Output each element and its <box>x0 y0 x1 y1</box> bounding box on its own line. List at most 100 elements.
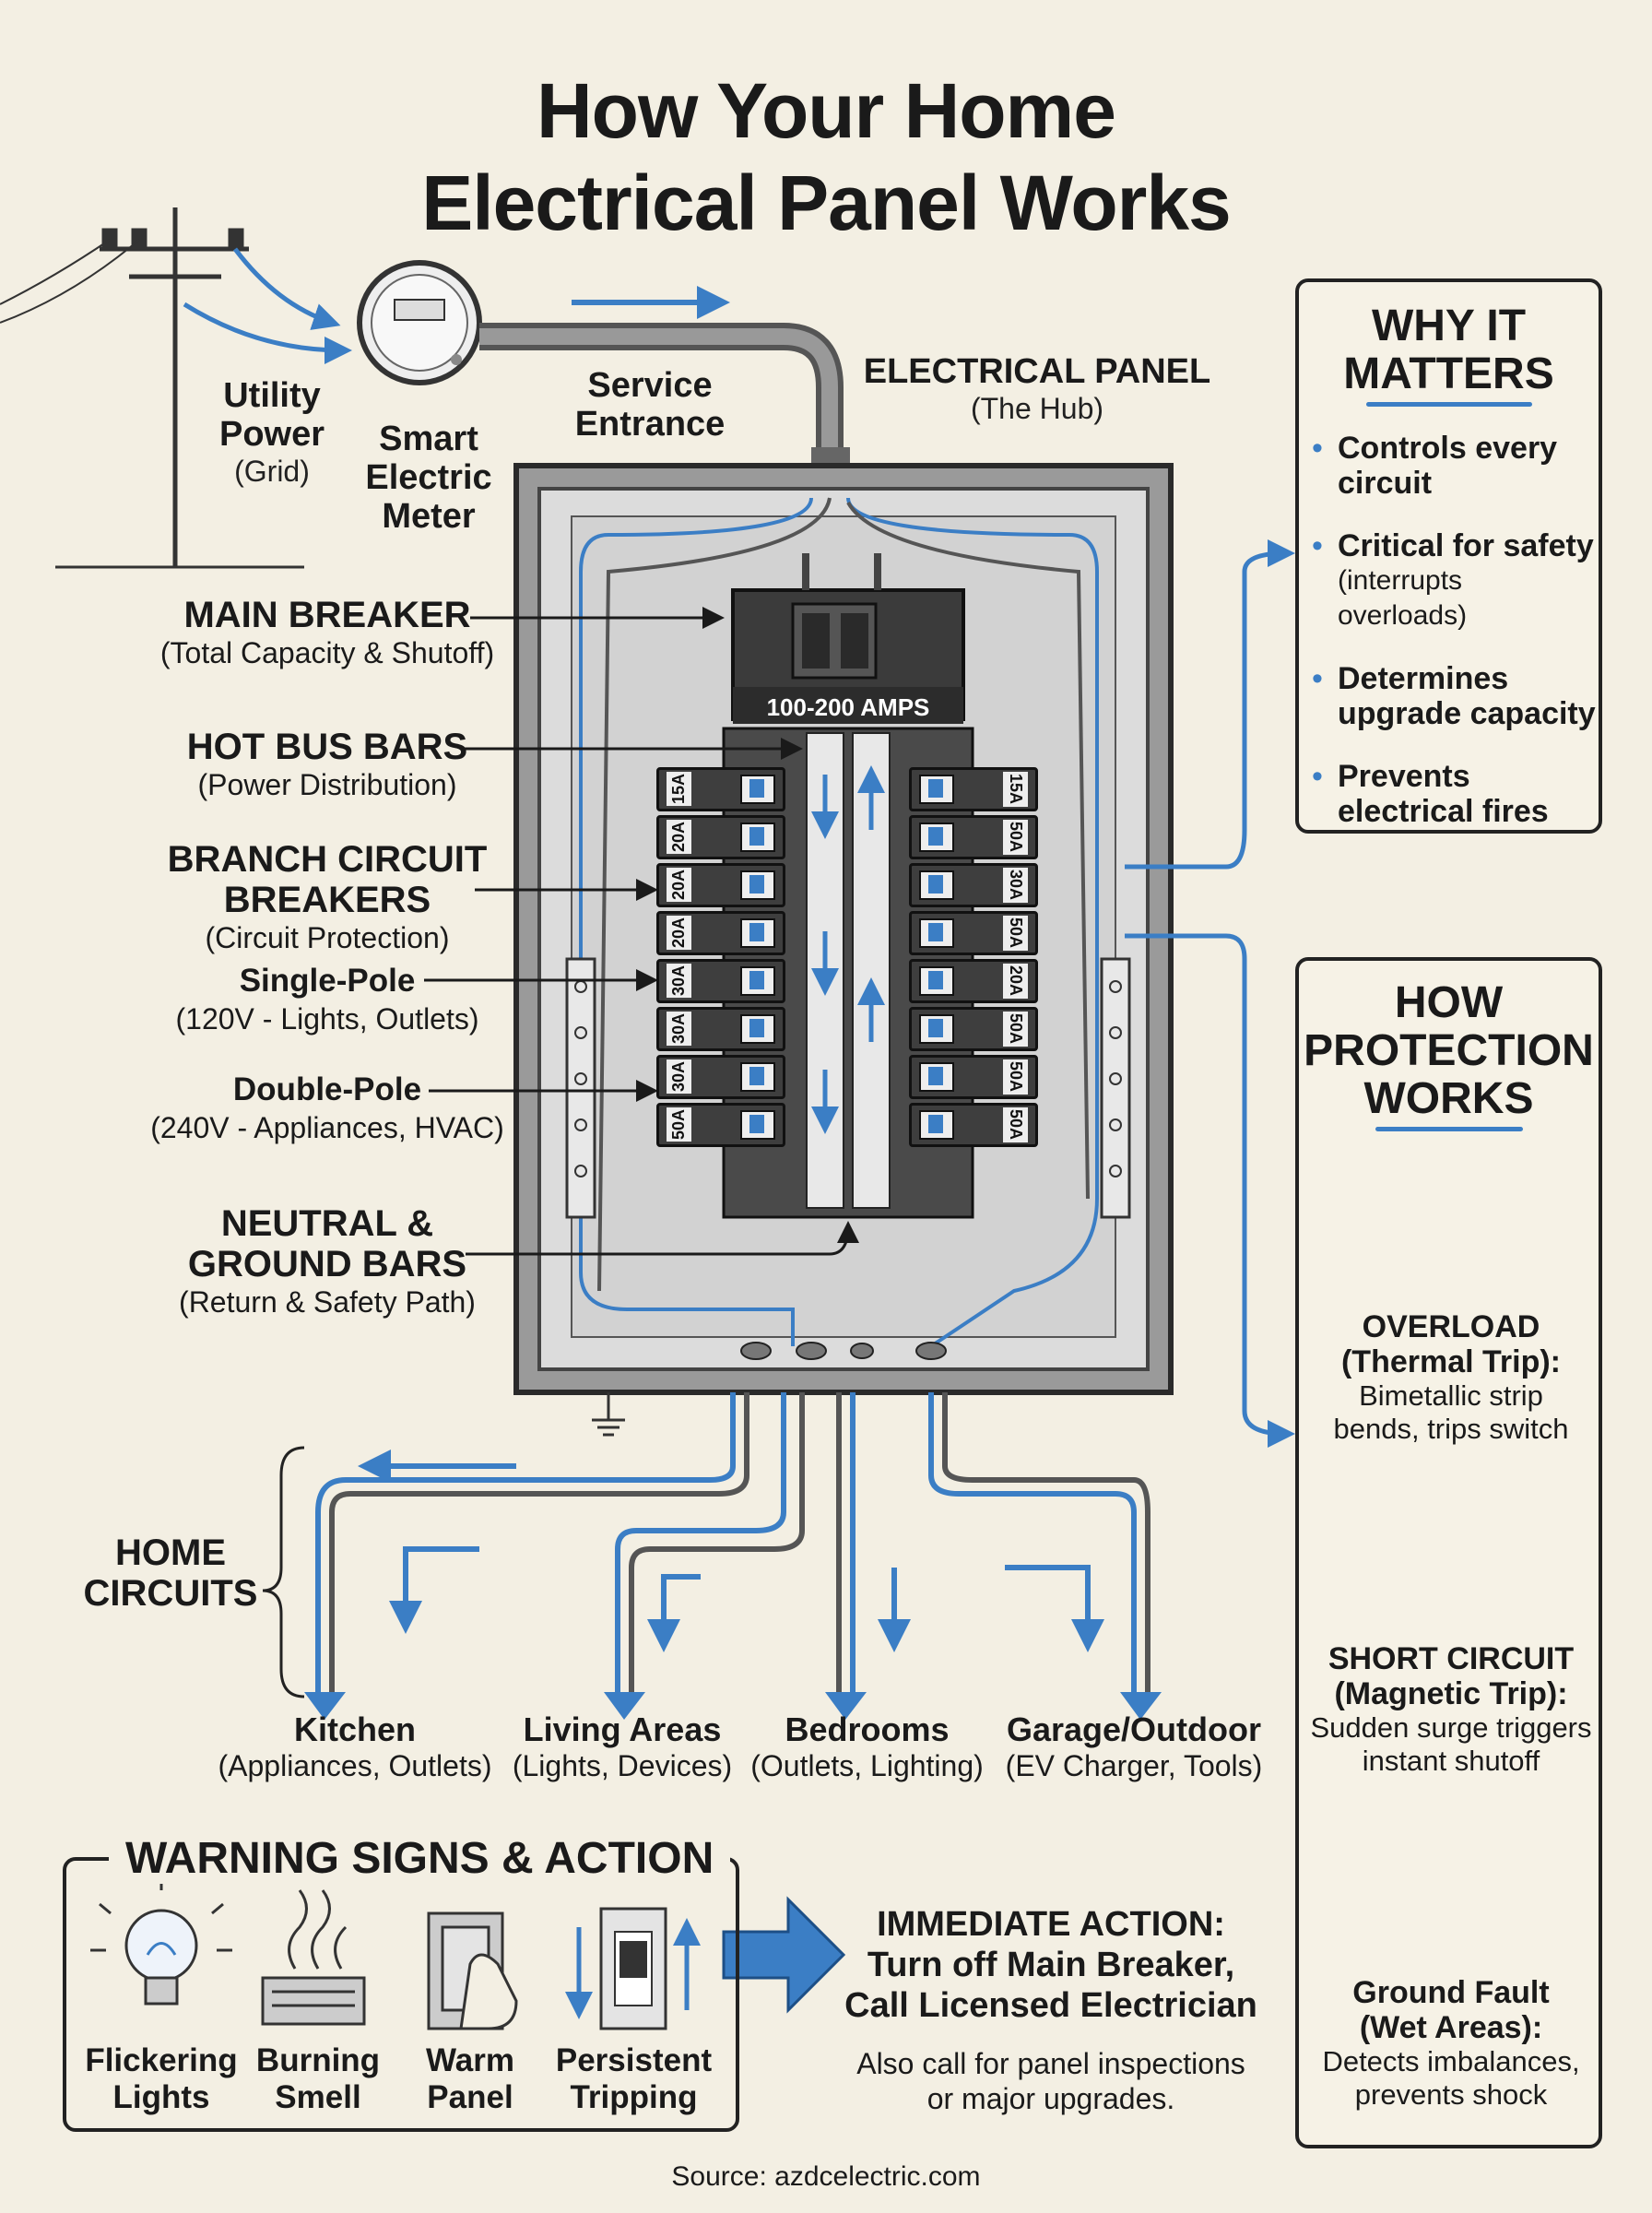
why-title-2: MATTERS <box>1343 349 1554 398</box>
breaker-rating: 20A <box>667 820 691 855</box>
breaker-left-1[interactable]: 20A <box>656 815 785 859</box>
why-title-1: WHY IT <box>1371 302 1527 350</box>
breaker-left-3[interactable]: 20A <box>656 911 785 955</box>
breaker-left-2[interactable]: 20A <box>656 863 785 907</box>
main-breaker-sub: (Total Capacity & Shutoff) <box>159 636 495 669</box>
breaker-rating: 50A <box>1003 1107 1028 1142</box>
breaker-rating: 50A <box>667 1107 691 1142</box>
why-it-matters-box: WHY IT MATTERS Controls every circuit Cr… <box>1295 278 1602 834</box>
service-line-2: Entrance <box>574 405 726 444</box>
warning-item-burning: Burning Smell <box>249 2042 387 2116</box>
home-circuits-1: HOME <box>115 1533 226 1573</box>
warning-item-l1: Warm <box>426 2042 514 2078</box>
breaker-left-7[interactable]: 50A <box>656 1103 785 1147</box>
circuit-name: Bedrooms <box>785 1710 950 1748</box>
overload-t2: (Thermal Trip): <box>1340 1344 1562 1379</box>
why-item-title: Critical for safety <box>1338 528 1594 563</box>
breaker-toggle-lever <box>928 875 943 893</box>
bus-arrows <box>811 765 885 1134</box>
breaker-toggle-lever <box>928 1067 943 1085</box>
breaker-left-0[interactable]: 15A <box>656 767 785 811</box>
source-credit: Source: azdcelectric.com <box>671 2161 981 2192</box>
warning-item-warm: Warm Panel <box>406 2042 535 2116</box>
overload-text: OVERLOAD (Thermal Trip): Bimetallic stri… <box>1299 1309 1603 1446</box>
breaker-rating: 20A <box>667 868 691 903</box>
circuit-name: Kitchen <box>293 1710 416 1748</box>
breaker-right-2[interactable]: 30A <box>909 863 1038 907</box>
breaker-right-7[interactable]: 50A <box>909 1103 1038 1147</box>
action-line-2: Turn off Main Breaker, <box>867 1946 1235 1984</box>
warning-item-l2: Panel <box>427 2079 513 2115</box>
warning-item-l2: Lights <box>112 2079 210 2115</box>
breaker-toggle-lever <box>928 827 943 846</box>
breaker-right-3[interactable]: 50A <box>909 911 1038 955</box>
circuit-sub: (Lights, Devices) <box>512 1749 733 1782</box>
service-entrance-label: Service Entrance <box>553 366 747 444</box>
action-note-2: or major upgrades. <box>926 2082 1175 2115</box>
breaker-toggle-lever <box>749 827 764 846</box>
breaker-right-4[interactable]: 20A <box>909 959 1038 1003</box>
meter-name-1: Smart <box>379 420 478 458</box>
smart-meter-icon <box>357 260 482 385</box>
hot-bus-label: HOT BUS BARS (Power Distribution) <box>166 727 489 802</box>
breaker-right-0[interactable]: 15A <box>909 767 1038 811</box>
single-pole-label: Single-Pole (120V - Lights, Outlets) <box>166 961 489 1036</box>
double-pole-label: Double-Pole (240V - Appliances, HVAC) <box>148 1070 507 1145</box>
breaker-rating: 50A <box>1003 820 1028 855</box>
breaker-right-6[interactable]: 50A <box>909 1055 1038 1099</box>
circuit-kitchen: Kitchen (Appliances, Outlets) <box>212 1711 498 1783</box>
main-breaker-title: MAIN BREAKER <box>183 595 471 635</box>
breaker-toggle-lever <box>749 971 764 989</box>
title-line-2: Electrical Panel Works <box>421 160 1232 246</box>
circuit-name: Garage/Outdoor <box>1006 1710 1262 1748</box>
branch-sub: (Circuit Protection) <box>205 921 450 954</box>
warning-item-tripping: Persistent Tripping <box>544 2042 724 2116</box>
why-item: Critical for safety(interrupts overloads… <box>1310 528 1599 633</box>
breaker-toggle-lever <box>749 1115 764 1133</box>
neutral-sub: (Return & Safety Path) <box>179 1285 476 1319</box>
why-item-title: Determines upgrade capacity <box>1338 661 1596 731</box>
lightbulb-icon <box>90 1876 232 2006</box>
breaker-toggle-icon <box>919 822 954 852</box>
breaker-toggle-lever <box>928 1115 943 1133</box>
breaker-right-5[interactable]: 50A <box>909 1007 1038 1051</box>
action-note-1: Also call for panel inspections <box>856 2047 1245 2080</box>
breaker-toggle-icon <box>740 1062 775 1092</box>
meter-name-2: Electric <box>365 458 492 497</box>
why-list: Controls every circuit Critical for safe… <box>1310 431 1599 829</box>
ground-t1: Ground Fault <box>1352 1975 1550 2010</box>
warm-panel-icon <box>427 1911 518 2030</box>
hot-bus-sub: (Power Distribution) <box>197 768 457 801</box>
panel-sub: (The Hub) <box>970 392 1104 425</box>
home-circuits-label: HOME CIRCUITS <box>78 1533 263 1614</box>
breaker-toggle-lever <box>749 1019 764 1037</box>
breaker-toggle-icon <box>919 966 954 996</box>
breaker-toggle-icon <box>919 870 954 900</box>
breaker-toggle-icon <box>919 775 954 804</box>
breaker-left-4[interactable]: 30A <box>656 959 785 1003</box>
breaker-toggle-lever <box>928 779 943 798</box>
breaker-rating: 30A <box>667 964 691 999</box>
breaker-right-1[interactable]: 50A <box>909 815 1038 859</box>
warning-item-l2: Tripping <box>570 2079 698 2115</box>
short-s2: instant shutoff <box>1362 1745 1540 1777</box>
title-line-1: How Your Home <box>537 67 1116 154</box>
breaker-rating: 15A <box>667 772 691 807</box>
breaker-rating: 15A <box>1003 772 1028 807</box>
protection-title-2: PROTECTION <box>1304 1026 1594 1075</box>
breaker-left-6[interactable]: 30A <box>656 1055 785 1099</box>
short-circuit-text: SHORT CIRCUIT (Magnetic Trip): Sudden su… <box>1299 1641 1603 1778</box>
breaker-rating: 20A <box>1003 964 1028 999</box>
overload-t1: OVERLOAD <box>1362 1309 1540 1344</box>
circuit-bedrooms: Bedrooms (Outlets, Lighting) <box>745 1711 989 1783</box>
page-title: How Your Home Electrical Panel Works <box>0 65 1652 249</box>
breaker-left-5[interactable]: 30A <box>656 1007 785 1051</box>
service-line-1: Service <box>587 366 713 405</box>
why-item: Determines upgrade capacity <box>1310 661 1599 731</box>
immediate-action: IMMEDIATE ACTION: Turn off Main Breaker,… <box>834 1904 1268 2116</box>
breaker-rating: 20A <box>667 916 691 951</box>
breaker-rating: 50A <box>1003 916 1028 951</box>
action-arrow-icon <box>722 1896 846 2014</box>
short-t2: (Magnetic Trip): <box>1334 1676 1568 1711</box>
